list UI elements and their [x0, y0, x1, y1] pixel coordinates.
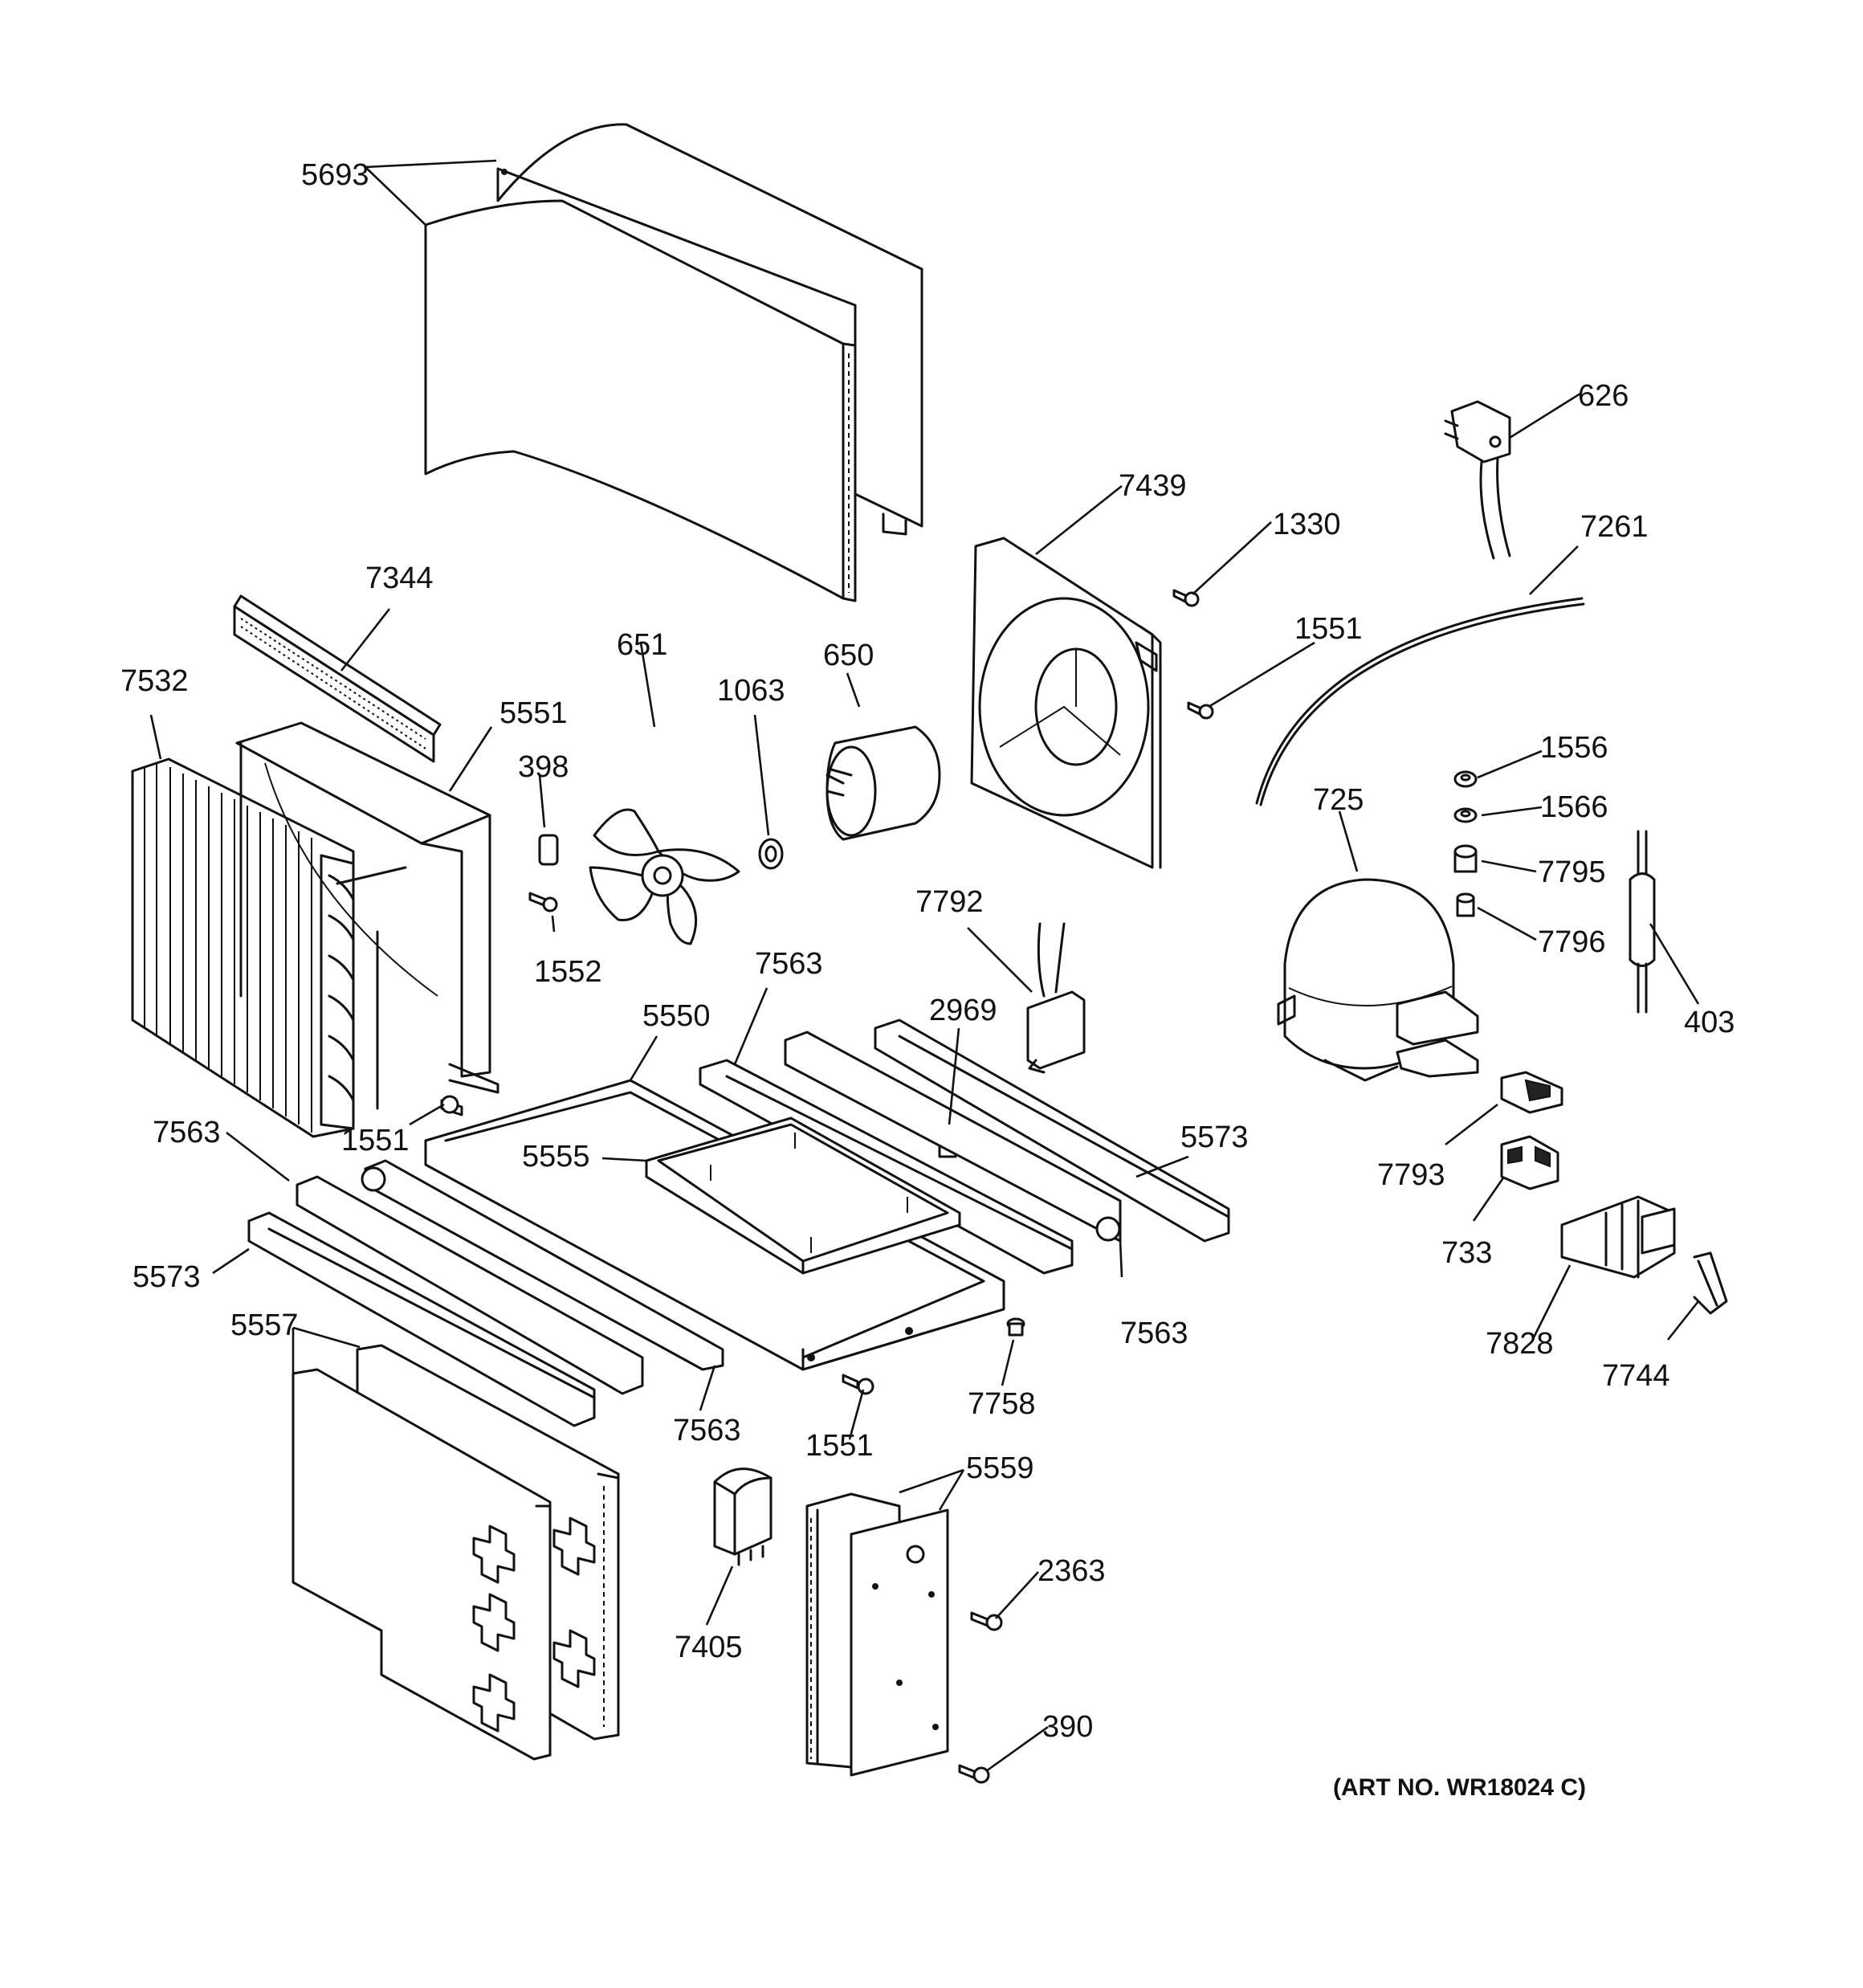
label-7563-bottom: 7563	[673, 1414, 741, 1447]
leader-lines	[149, 159, 1700, 1773]
label-1566: 1566	[1540, 790, 1608, 824]
label-1556: 1556	[1540, 731, 1608, 765]
label-7796: 7796	[1538, 925, 1606, 959]
part-5573-rail-left	[247, 1211, 596, 1427]
label-5573-right: 5573	[1180, 1121, 1249, 1154]
part-5555-drain-pan	[645, 1116, 961, 1275]
label-2363: 2363	[1037, 1554, 1106, 1588]
label-7563-left-top: 7563	[153, 1116, 221, 1149]
callout-labels: 5693 626 7439 1330 7261 7344 651 650 106…	[120, 158, 1735, 1801]
label-5555: 5555	[522, 1140, 590, 1174]
label-1063: 1063	[717, 674, 785, 708]
label-7793: 7793	[1377, 1158, 1445, 1192]
label-1330: 1330	[1273, 508, 1341, 541]
part-7795-grommet	[1453, 844, 1478, 873]
label-5693: 5693	[301, 158, 369, 192]
label-7439: 7439	[1119, 469, 1187, 503]
label-390: 390	[1042, 1710, 1093, 1744]
art-number: (ART NO. WR18024 C)	[1333, 1774, 1586, 1801]
part-7796-sleeve	[1456, 892, 1475, 917]
label-7758: 7758	[968, 1387, 1036, 1421]
label-7792: 7792	[915, 885, 984, 919]
label-651: 651	[617, 628, 667, 662]
label-7405: 7405	[675, 1631, 743, 1664]
part-725-compressor	[1277, 878, 1479, 1082]
label-7261: 7261	[1580, 510, 1649, 544]
label-626: 626	[1578, 379, 1629, 413]
label-5573-left: 5573	[132, 1260, 201, 1294]
part-403-drier	[1629, 830, 1656, 1014]
part-1566-washer	[1453, 807, 1478, 823]
part-1063-washer	[758, 838, 784, 870]
part-1551-screw-left	[440, 1095, 463, 1116]
part-1330-screw	[1172, 589, 1200, 607]
part-7758-screw	[1006, 1317, 1025, 1337]
part-733-relay	[1500, 1135, 1559, 1190]
label-1552: 1552	[534, 955, 602, 989]
label-5551: 5551	[499, 696, 568, 730]
label-398: 398	[518, 750, 569, 784]
part-1551-screw-bracket	[1187, 701, 1214, 720]
part-7563-rail-upper	[699, 1059, 1074, 1275]
part-7744-clip	[1693, 1251, 1728, 1315]
part-5693-cover-panels	[424, 123, 923, 602]
part-7563-rail-wheel	[784, 1031, 1122, 1243]
label-5559: 5559	[966, 1451, 1034, 1485]
label-7532: 7532	[120, 664, 189, 698]
part-1551-screw-center	[842, 1374, 874, 1395]
part-7344-foam-strip	[233, 594, 442, 763]
label-2969: 2969	[929, 994, 997, 1027]
label-1551-center: 1551	[805, 1429, 874, 1463]
part-7532-condenser	[131, 757, 407, 1138]
part-5559-access-panels	[805, 1492, 949, 1777]
label-403: 403	[1684, 1006, 1735, 1039]
label-7828: 7828	[1486, 1327, 1554, 1361]
part-7405-defrost-timer	[713, 1468, 773, 1566]
part-1556-nut	[1453, 770, 1478, 788]
label-7744: 7744	[1602, 1359, 1670, 1393]
part-5551-shroud	[235, 721, 499, 1094]
part-7563-rail-left-outer	[296, 1175, 644, 1395]
part-7828-cover	[1560, 1195, 1676, 1279]
label-7344: 7344	[365, 561, 434, 595]
part-7261-tube	[1255, 597, 1585, 806]
part-5557-front-panels	[291, 1344, 620, 1761]
label-5550: 5550	[642, 999, 711, 1033]
label-733: 733	[1441, 1236, 1492, 1270]
part-651-fan-blade	[589, 808, 740, 945]
part-7793-overload	[1500, 1071, 1563, 1114]
part-626-plug	[1444, 400, 1511, 560]
label-1551-left: 1551	[341, 1124, 410, 1157]
label-7563-upper: 7563	[755, 947, 823, 981]
part-398-clip	[538, 834, 559, 866]
part-7792-capacitor	[1026, 922, 1086, 1074]
label-5557: 5557	[230, 1308, 299, 1342]
part-390-screw	[958, 1764, 990, 1784]
part-7563-rail-left-wheel	[361, 1159, 724, 1371]
label-725: 725	[1313, 783, 1364, 817]
part-650-fan-motor	[826, 725, 941, 841]
label-1551-bracket: 1551	[1294, 612, 1363, 646]
part-1552-screw	[528, 892, 558, 912]
label-650: 650	[823, 639, 874, 672]
part-2363-screw	[970, 1611, 1003, 1631]
label-7795: 7795	[1538, 855, 1606, 889]
part-7439-fan-bracket	[970, 537, 1162, 869]
label-7563-right: 7563	[1120, 1316, 1188, 1350]
